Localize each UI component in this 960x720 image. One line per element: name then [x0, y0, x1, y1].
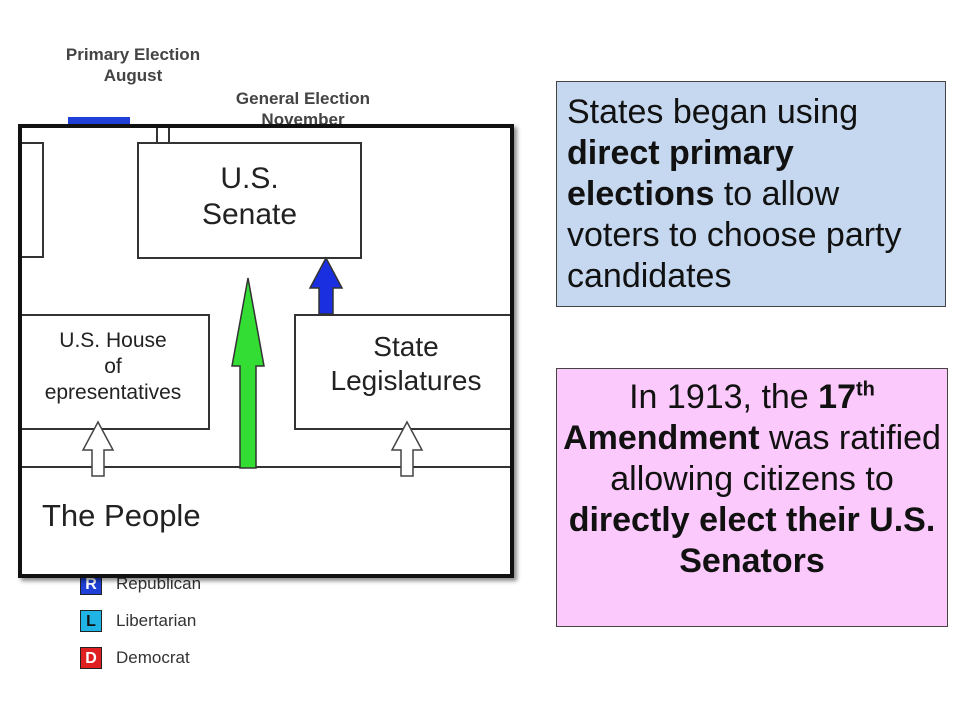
green-arrow-icon — [231, 277, 265, 469]
callout-bottom-ordinal-suffix: th — [855, 378, 875, 401]
democrat-label: Democrat — [116, 648, 190, 667]
libertarian-label: Libertarian — [116, 611, 197, 630]
callout-bottom-part3: was ratified allowing citizens to — [610, 419, 941, 498]
democrat-swatch: D — [80, 647, 102, 669]
primary-election-month: August — [103, 66, 163, 85]
house-box: U.S. House of epresentatives — [22, 314, 210, 430]
house-line2: of — [104, 355, 122, 378]
house-line3: epresentatives — [44, 381, 182, 404]
state-line2: Legislatures — [330, 365, 482, 396]
house-line1: U.S. House — [59, 329, 167, 352]
senate-line2: Senate — [201, 198, 298, 231]
callout-top-bold: direct primary elections — [567, 134, 794, 213]
senate-line1: U.S. — [220, 162, 279, 195]
republican-label: Republican — [116, 574, 202, 593]
libertarian-swatch: L — [80, 610, 102, 632]
primary-election-title: Primary Election — [65, 45, 201, 64]
people-box: The People — [22, 466, 510, 574]
legend-libertarian: L Libertarian — [80, 609, 196, 633]
blue-arrow-icon — [308, 256, 344, 315]
callout-top-part3: to allow voters to choose party candidat… — [567, 175, 902, 295]
people-label: The People — [42, 498, 201, 533]
general-election-month: November — [261, 110, 345, 125]
callout-bottom-amendment: Amendment — [563, 419, 760, 457]
primary-blue-bar — [68, 117, 130, 127]
state-line1: State — [373, 331, 439, 362]
diagram-frame: U.S. Senate U.S. House of epresentatives… — [18, 124, 514, 578]
general-election-title: General Election — [235, 89, 371, 108]
state-legislatures-box: State Legislatures — [294, 314, 510, 430]
callout-bottom-bold-end: directly elect their U.S. Senators — [568, 501, 936, 580]
primary-elections-callout: States began using direct primary electi… — [556, 81, 946, 307]
arrows-layer — [81, 256, 424, 477]
callout-top-part1: States began using — [567, 93, 859, 131]
legend-democrat: D Democrat — [80, 646, 190, 670]
general-election-label: General Election November — [218, 88, 388, 125]
legend-republican: R Republican — [80, 572, 201, 596]
senate-box: U.S. Senate — [137, 142, 362, 259]
left-partial-box — [22, 142, 44, 258]
primary-election-label: Primary Election August — [48, 44, 218, 86]
amendment-callout: In 1913, the 17th Amendment was ratified… — [556, 368, 948, 627]
white-arrow-house-icon — [81, 420, 115, 477]
callout-bottom-ordinal-number: 17 — [818, 378, 856, 416]
white-arrow-state-icon — [390, 420, 424, 477]
callout-bottom-part1: In 1913, the — [629, 378, 819, 416]
